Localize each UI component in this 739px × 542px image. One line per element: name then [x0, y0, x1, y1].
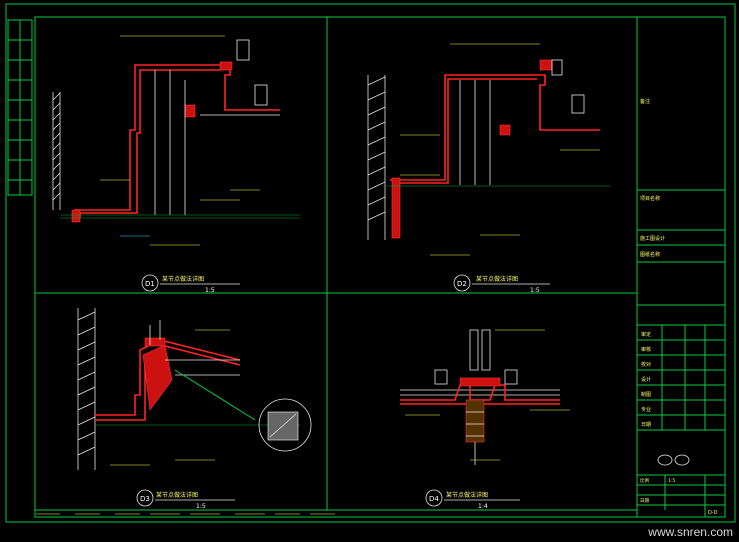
tb-value-1: 1:5 [668, 478, 675, 484]
d4-title: 某节点做法详图 [446, 491, 488, 499]
detail-d1: D1 某节点做法详图 1:5 [52, 35, 300, 294]
tb-value-2: 日期 [640, 498, 649, 504]
tb-drawing-no: D-D [708, 510, 718, 516]
tb-row-3: 设计 [641, 376, 651, 383]
left-revision-strip [7, 19, 33, 196]
sheet-border [5, 3, 736, 523]
d2-title: 某节点做法详图 [476, 275, 518, 283]
tb-row-4: 制图 [641, 391, 651, 398]
d3-number: D3 [140, 495, 150, 503]
d4-number: D4 [429, 495, 439, 503]
title-block: 备注 项目名称 施工图设计 图纸名称 审定 审核 校对 设计 制图 专业 日期 … [637, 98, 725, 517]
inner-border [34, 16, 726, 518]
detail-d3: D3 某节点做法详图 1:5 [77, 308, 312, 510]
d1-title: 某节点做法详图 [162, 275, 204, 283]
tb-row-6: 日期 [641, 422, 651, 428]
tb-row-0: 审定 [641, 331, 651, 338]
tb-row-2: 校对 [641, 361, 651, 368]
d1-scale: 1:5 [205, 287, 215, 294]
tb-label-4: 图纸名称 [640, 251, 660, 258]
d3-title: 某节点做法详图 [156, 491, 198, 499]
tb-label-3: 施工图设计 [640, 235, 665, 242]
tb-label-2: 项目名称 [640, 195, 660, 202]
d2-scale: 1:5 [530, 287, 540, 294]
tb-row-5: 专业 [641, 406, 651, 413]
detail-d4: D4 某节点做法详图 1:4 [400, 329, 570, 510]
tb-row-1: 审核 [641, 346, 651, 353]
d4-scale: 1:4 [478, 503, 488, 510]
d1-number: D1 [145, 280, 155, 288]
d3-scale: 1:5 [196, 503, 206, 510]
watermark-text: www.snren.com [648, 525, 733, 539]
detail-d2: D2 某节点做法详图 1:5 [367, 43, 610, 294]
d2-number: D2 [457, 280, 467, 288]
tb-label-1: 备注 [640, 98, 650, 105]
tb-value-0: 比例 [640, 477, 649, 484]
